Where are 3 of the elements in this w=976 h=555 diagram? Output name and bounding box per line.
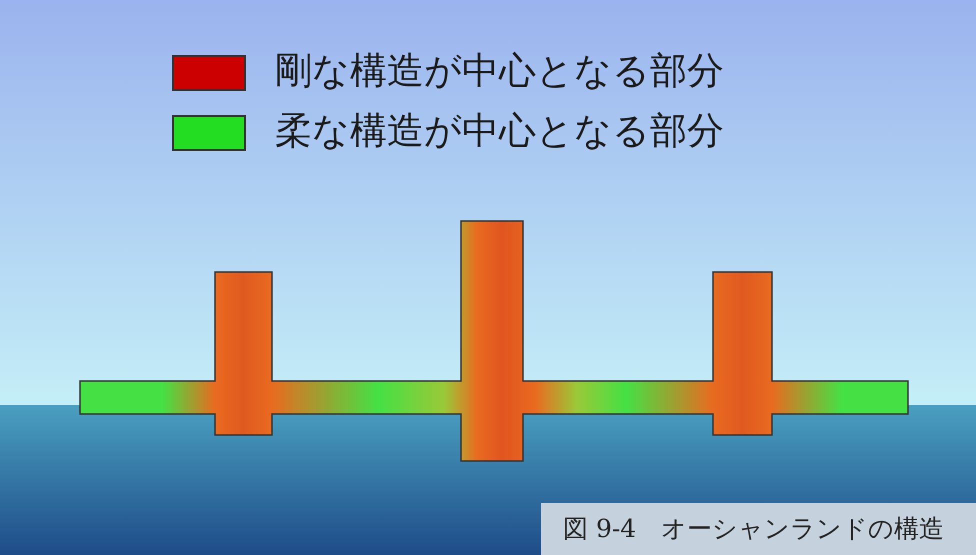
legend-label: 剛な構造が中心となる部分	[275, 49, 724, 93]
legend-label: 柔な構造が中心となる部分	[275, 109, 724, 153]
caption: 図 9-4 オーシャンランドの構造	[541, 503, 976, 555]
